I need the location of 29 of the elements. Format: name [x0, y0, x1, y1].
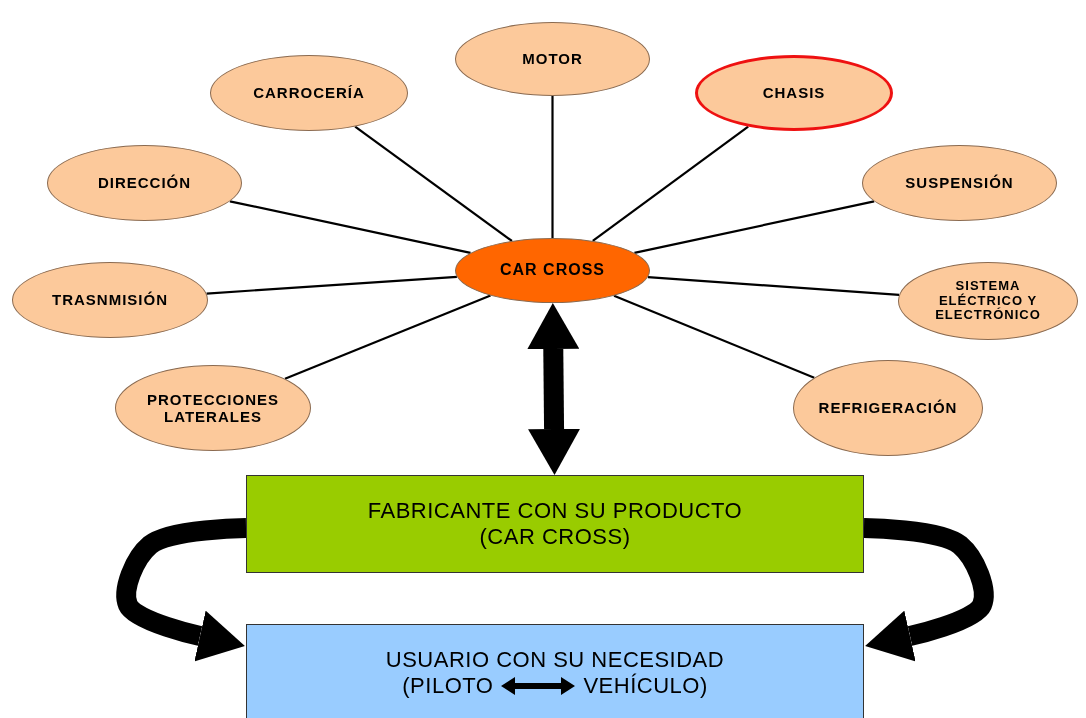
node-label: TRASNMISIÓN [51, 291, 169, 309]
process-box [246, 624, 864, 718]
node-label: VEHÍCULO) [583, 673, 708, 700]
node-label: CARROCERÍA [252, 84, 366, 102]
node-label: FABRICANTE CON SU PRODUCTO [367, 497, 743, 524]
node-label: SUSPENSIÓN [904, 174, 1015, 192]
process-box [246, 475, 864, 573]
node-label: PROTECCIONES LATERALES [146, 390, 280, 426]
connector-line [647, 276, 900, 296]
node-label: SISTEMA ELÉCTRICO Y ELECTRÓNICO [934, 278, 1042, 324]
connector-line [551, 96, 554, 238]
node-label: DIRECCIÓN [96, 174, 193, 192]
node-label: REFRIGERACIÓN [817, 399, 959, 417]
connector-line [229, 200, 471, 254]
arrow [116, 518, 247, 662]
connector-line [284, 294, 491, 380]
arrow [527, 303, 581, 475]
node-label: USUARIO CON SU NECESIDAD [385, 646, 725, 673]
connector-line [634, 200, 875, 254]
connector-line [206, 275, 457, 295]
connector-line [354, 125, 513, 242]
connector-line [592, 125, 749, 242]
node-label: CAR CROSS [499, 261, 606, 280]
node-label: MOTOR [521, 50, 584, 68]
node-label: (CAR CROSS) [479, 524, 631, 551]
node-label: CHASIS [761, 84, 827, 102]
connector-line [613, 294, 815, 379]
arrow [863, 518, 994, 662]
node-label: (PILOTO [402, 673, 494, 700]
